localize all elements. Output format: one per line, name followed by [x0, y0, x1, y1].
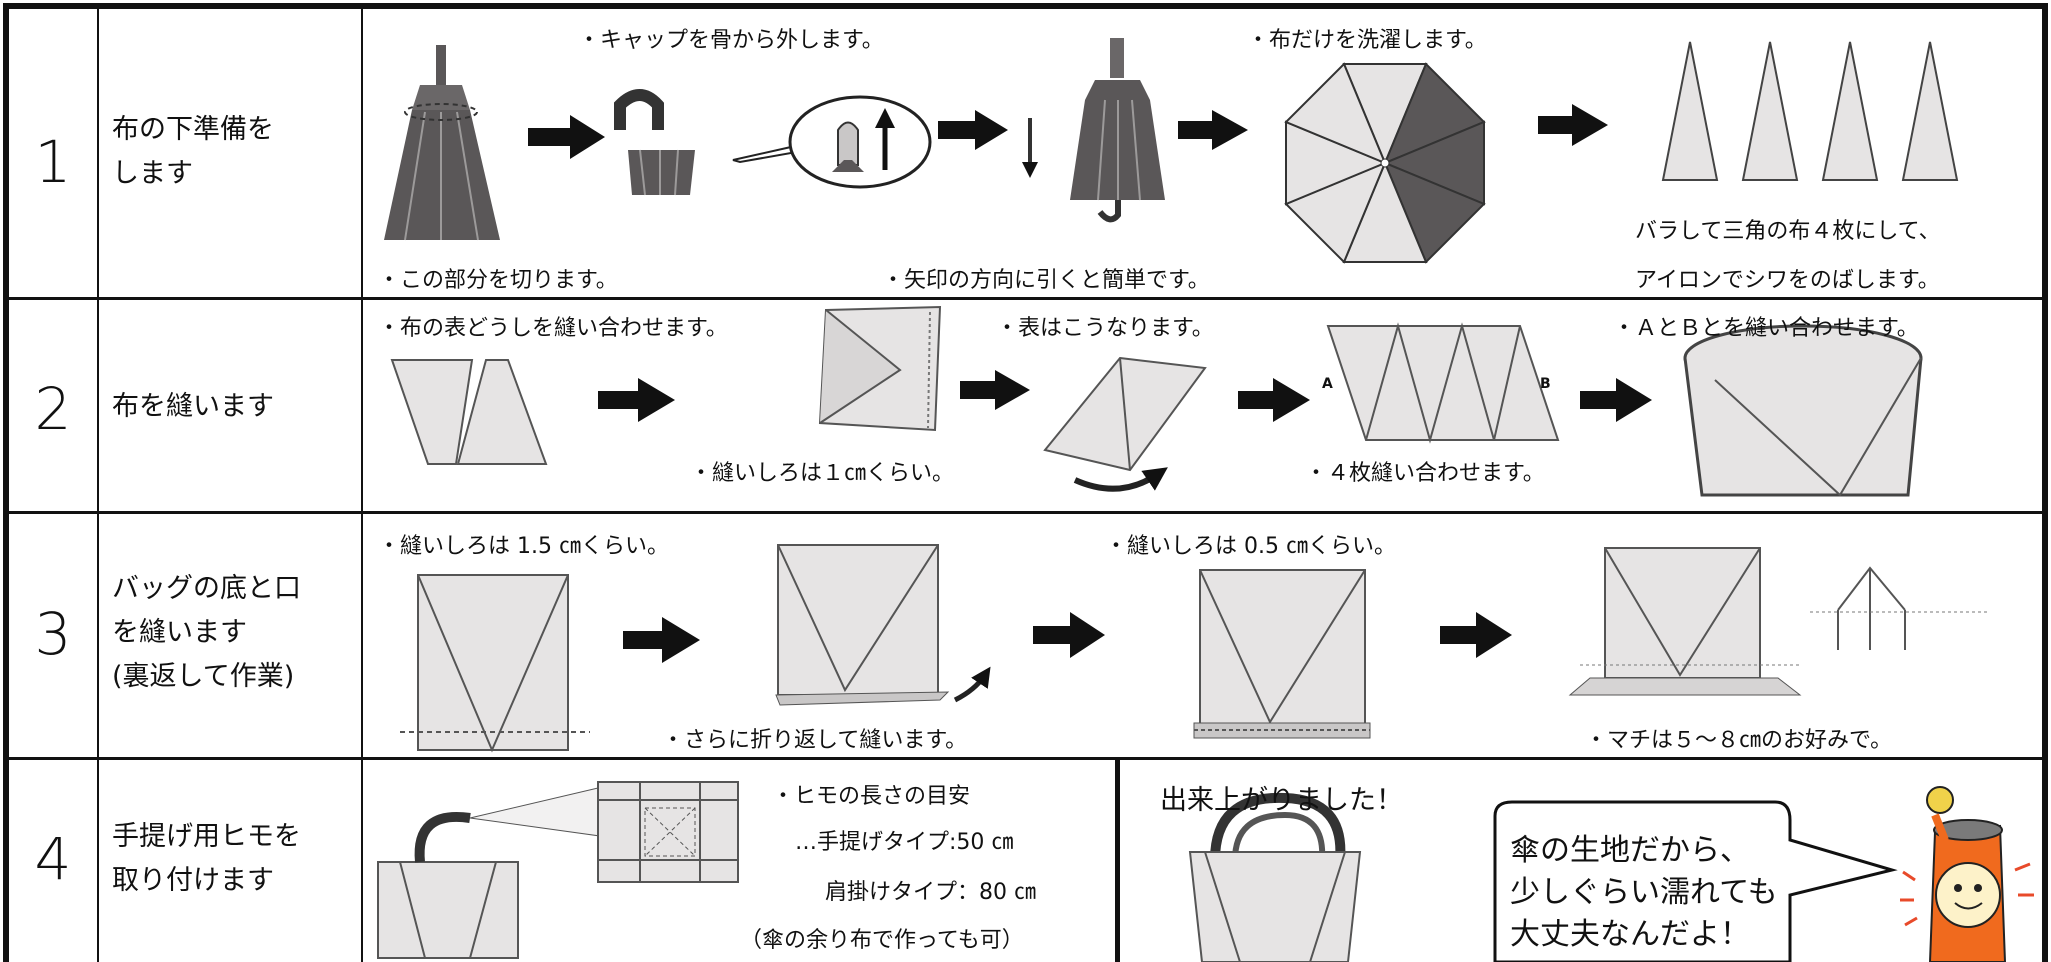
col-divider-number [97, 3, 99, 962]
row4-note-length: ・ヒモの長さの目安 [772, 784, 971, 809]
row3-note-fold: ・さらに折り返して縫います。 [662, 728, 968, 753]
row3-note-seam05: ・縫いしろは 0.5 ㎝くらい。 [1105, 534, 1396, 559]
row2-note-face: ・布の表どうしを縫い合わせます。 [378, 316, 728, 341]
mascot-illustration [1900, 786, 2034, 962]
row-title-3: バッグの底と口 を縫います (裏返して作業) [112, 573, 301, 692]
row4-note-leftover: （傘の余り布で作っても可） [740, 928, 1024, 953]
row-title-1: 布の下準備を します [112, 114, 274, 189]
open-umbrella-illustration [1284, 62, 1486, 264]
row-number-4: 4 [34, 825, 72, 893]
speech-bubble [1493, 800, 1898, 962]
row1-note-cut: ・この部分を切ります。 [378, 268, 618, 293]
label-a: A [1322, 376, 1333, 392]
bag-body-fold-1 [775, 544, 991, 706]
row-number-2: 2 [34, 375, 72, 443]
row3-note-seam15: ・縫いしろは 1.5 ㎝くらい。 [378, 534, 669, 559]
row4-note-shouldertype: 肩掛けタイプ：80 ㎝ [825, 880, 1036, 905]
closed-umbrella-illustration [384, 45, 500, 241]
row2-note-seam: ・縫いしろは１㎝くらい。 [690, 461, 955, 486]
tube-fabric-illustration [1683, 324, 1923, 497]
row1-note-wash: ・布だけを洗濯します。 [1247, 28, 1487, 53]
umbrella-fabric-removed-illustration [1070, 38, 1165, 223]
row-number-1: 1 [34, 128, 72, 196]
opened-seam-illustration [1043, 356, 1207, 492]
umbrella-cap-illustration [614, 89, 695, 196]
bag-gusset-illustration [1568, 547, 1990, 696]
row3-note-gusset: ・マチは５～８㎝のお好みで。 [1585, 728, 1893, 753]
two-fabric-pieces [390, 359, 548, 465]
folded-fabric-illustration [818, 305, 942, 432]
triangle-fabric-pieces [1661, 41, 1959, 181]
four-pieces-sewn-strip [1326, 322, 1560, 444]
row1-note-split: バラして三角の布４枚にして、 [1635, 219, 1941, 244]
bag-body-seam-1 [400, 574, 590, 753]
label-b: B [1540, 376, 1551, 392]
bag-body-hem [1193, 569, 1371, 739]
row2-note-front: ・表はこうなります。 [996, 316, 1214, 341]
step-arrow [528, 115, 605, 159]
row-divider-2 [3, 511, 2048, 514]
row-title-2: 布を縫います [112, 391, 274, 422]
row-divider-3 [3, 757, 2048, 760]
bag-with-handle-illustration [377, 781, 739, 959]
row-number-3: 3 [34, 600, 72, 668]
row1-note-pull: ・矢印の方向に引くと簡単です。 [882, 268, 1210, 293]
row-divider-1 [3, 297, 2048, 300]
row-title-4: 手提げ用ヒモを 取り付けます [112, 821, 301, 896]
row1-note-iron: アイロンでシワをのばします。 [1635, 268, 1940, 293]
col-divider-finished [1115, 757, 1120, 962]
col-divider-title [361, 3, 363, 962]
row1-note-cap: ・キャップを骨から外します。 [578, 28, 884, 53]
table-frame [3, 3, 2048, 962]
row4-note-handtype: …手提げタイプ:50 ㎝ [795, 830, 1014, 855]
speech-bubble-text: 傘の生地だから、 少しぐらい濡れても 大丈夫なんだよ！ [1510, 833, 1778, 952]
row2-note-ab: ・ＡとＢとを縫い合わせます。 [1613, 316, 1919, 341]
finished-heading: 出来上がりました！ [1160, 785, 1403, 816]
row2-note-four: ・４枚縫い合わせます。 [1305, 461, 1545, 486]
zoom-bubble [788, 95, 932, 189]
finished-bag-illustration [1188, 792, 1362, 962]
